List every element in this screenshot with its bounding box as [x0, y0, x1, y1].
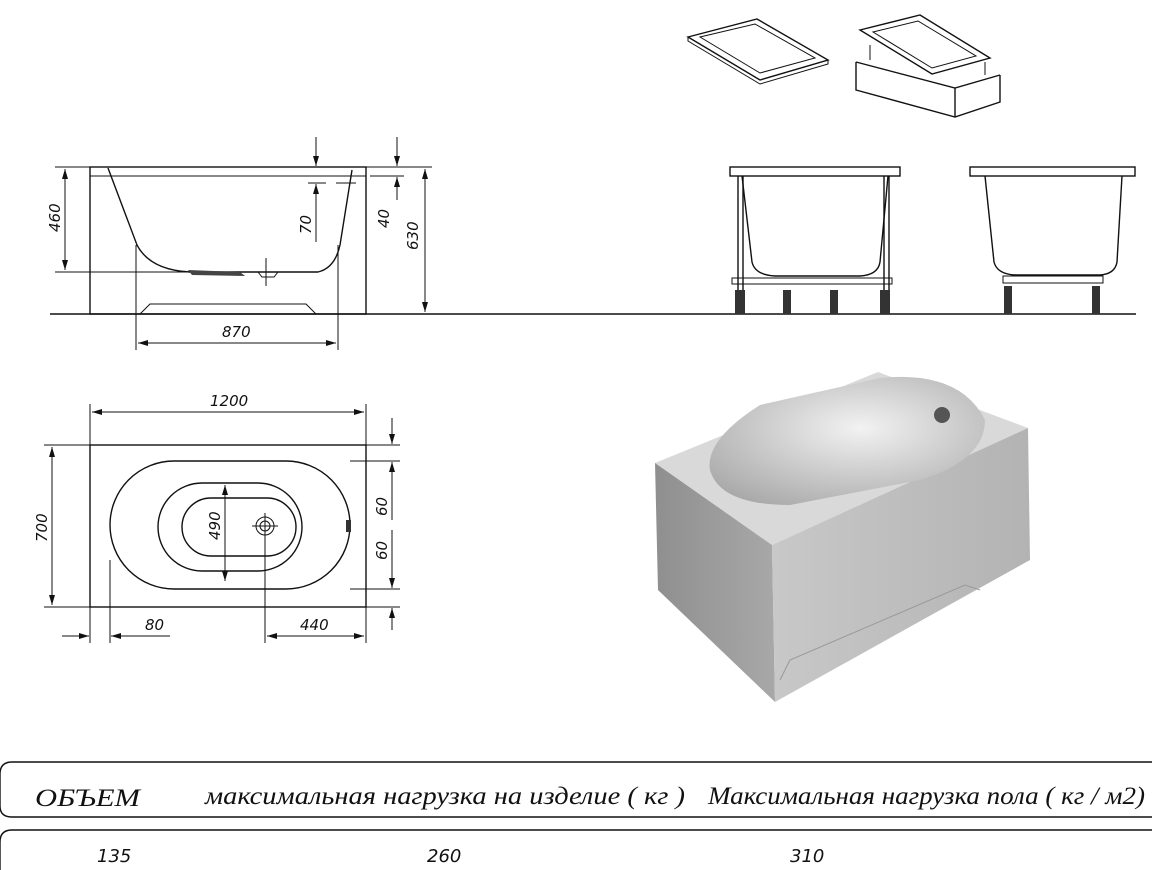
dim-edge-offset: 80	[145, 616, 164, 634]
dim-width: 700	[33, 513, 51, 542]
dim-overflow-offset: 70	[297, 215, 315, 234]
dim-offset-top: 60	[373, 497, 391, 516]
side-view-with-frame	[729, 166, 901, 314]
header-max-load-floor: Максимальная нагрузка пола ( кг / м2)	[707, 783, 1145, 810]
bathtub-3d-render	[655, 372, 1030, 702]
header-volume: ОБЪЕМ	[35, 785, 141, 812]
value-max-load-floor: 310	[790, 846, 824, 867]
plan-view: 1200 700 490 60 60 80 440	[33, 392, 400, 643]
specs-table: ОБЪЕМ максимальная нагрузка на изделие (…	[0, 761, 1152, 870]
value-volume: 135	[97, 846, 131, 867]
dim-total-height: 630	[404, 221, 422, 250]
value-max-load-product: 260	[427, 846, 461, 867]
dim-depth: 460	[46, 203, 64, 232]
dim-drain-distance: 440	[300, 616, 329, 634]
side-view-on-legs	[969, 166, 1136, 314]
dim-rim-offset: 40	[375, 209, 393, 228]
isometric-tub-thumbnail	[686, 18, 830, 85]
front-elevation-view: 460 70 40 630 870	[46, 137, 432, 350]
header-max-load-product: максимальная нагрузка на изделие ( кг )	[204, 783, 685, 810]
dim-offset-bottom: 60	[373, 541, 391, 560]
dim-inner-width: 490	[206, 511, 224, 540]
isometric-tub-with-panel-thumbnail	[855, 14, 1001, 118]
dim-length: 1200	[210, 392, 248, 410]
dim-bottom-width: 870	[222, 323, 251, 341]
